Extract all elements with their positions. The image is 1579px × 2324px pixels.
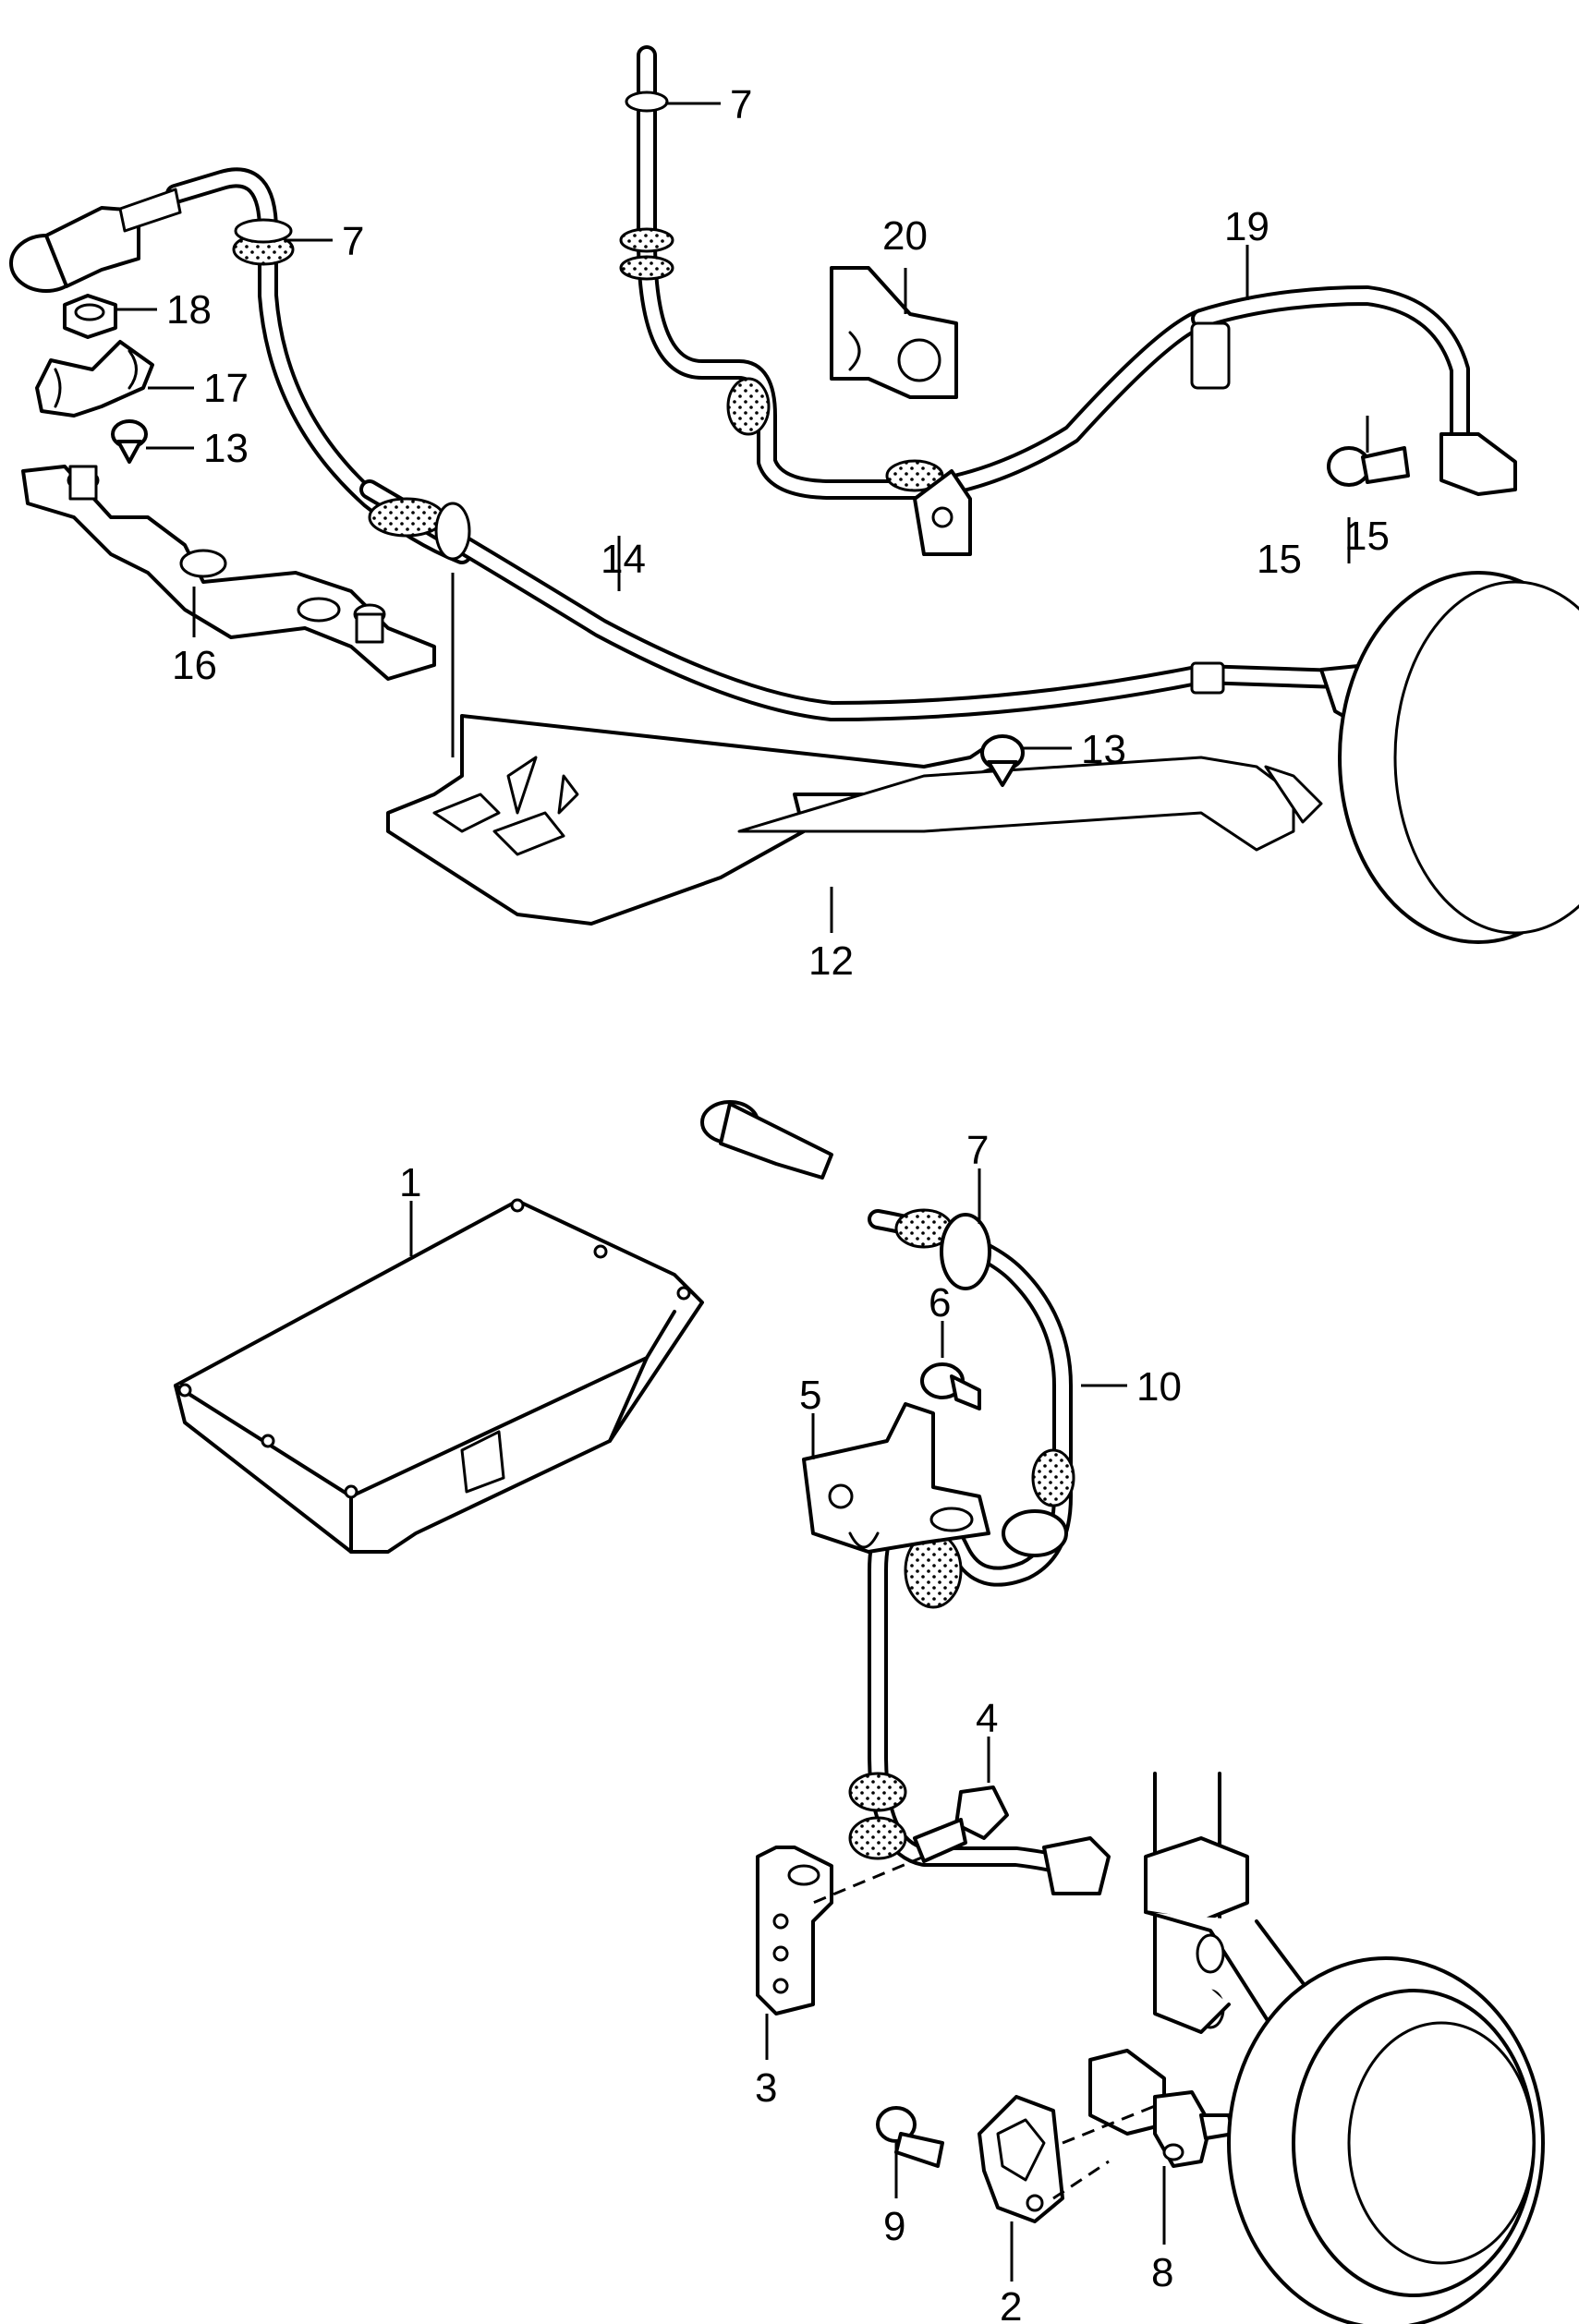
part-8-wheel-speed-sensor <box>1088 2049 1235 2168</box>
part-4-bolt <box>913 1785 1009 1863</box>
cable-clip-bracket <box>913 469 972 556</box>
part-3-bracket <box>756 1846 833 2015</box>
callout-7: 7 <box>730 82 752 127</box>
part-18-nut <box>63 294 117 339</box>
part-15-bolt-right <box>1327 446 1410 487</box>
callout-2: 2 <box>1000 2284 1022 2324</box>
callout-3: 3 <box>755 2065 777 2111</box>
alignment-lines <box>812 1855 1156 2200</box>
wheel-hub-assembly <box>1144 1772 1545 2324</box>
callout-13: 13 <box>203 426 249 471</box>
callout-16: 16 <box>172 643 217 688</box>
part-6-clip <box>920 1362 981 1410</box>
callout-15: 15 <box>1344 514 1390 559</box>
brake-disc-upper <box>1338 571 1579 944</box>
callout-19: 19 <box>1224 204 1269 249</box>
callout-9: 9 <box>883 2204 905 2249</box>
part-14-long-cable <box>359 479 1406 732</box>
leader-lines-top <box>115 102 1369 933</box>
callout-17: 17 <box>203 366 249 411</box>
part-2-gasket <box>978 2095 1064 2223</box>
leader-lines-bottom <box>409 1168 1166 2282</box>
part-20-bracket <box>830 266 958 399</box>
part-1-control-unit <box>174 1198 704 1554</box>
callout-20: 20 <box>882 213 928 259</box>
callout-13: 13 <box>1081 727 1126 772</box>
part-12-trim-panel <box>386 714 1323 926</box>
part-10-cable <box>700 1100 1111 1895</box>
callout-15: 15 <box>1257 537 1302 582</box>
callout-5: 5 <box>799 1373 821 1418</box>
callout-1: 1 <box>399 1160 421 1205</box>
callout-12: 12 <box>808 938 854 984</box>
callout-4: 4 <box>976 1696 998 1741</box>
part-19-cable <box>1190 285 1517 496</box>
callout-8: 8 <box>1151 2250 1173 2295</box>
part-17-clip <box>35 340 154 418</box>
callout-labels: 7 7 20 19 18 17 13 15 15 14 16 13 12 1 7… <box>166 82 1390 2324</box>
callout-7: 7 <box>342 219 364 264</box>
callout-18: 18 <box>166 287 212 333</box>
part-9-bolt <box>876 2106 944 2168</box>
callout-6: 6 <box>929 1280 951 1325</box>
callout-14: 14 <box>601 537 646 582</box>
callout-10: 10 <box>1136 1364 1182 1410</box>
callout-7: 7 <box>966 1128 989 1173</box>
part-13-clip-left <box>111 419 148 464</box>
part-7-upper-sensor-cable <box>619 45 1211 500</box>
part-5-bracket <box>802 1402 990 1554</box>
part-13-clip-right <box>980 734 1025 787</box>
part-16-bracket <box>21 465 436 681</box>
